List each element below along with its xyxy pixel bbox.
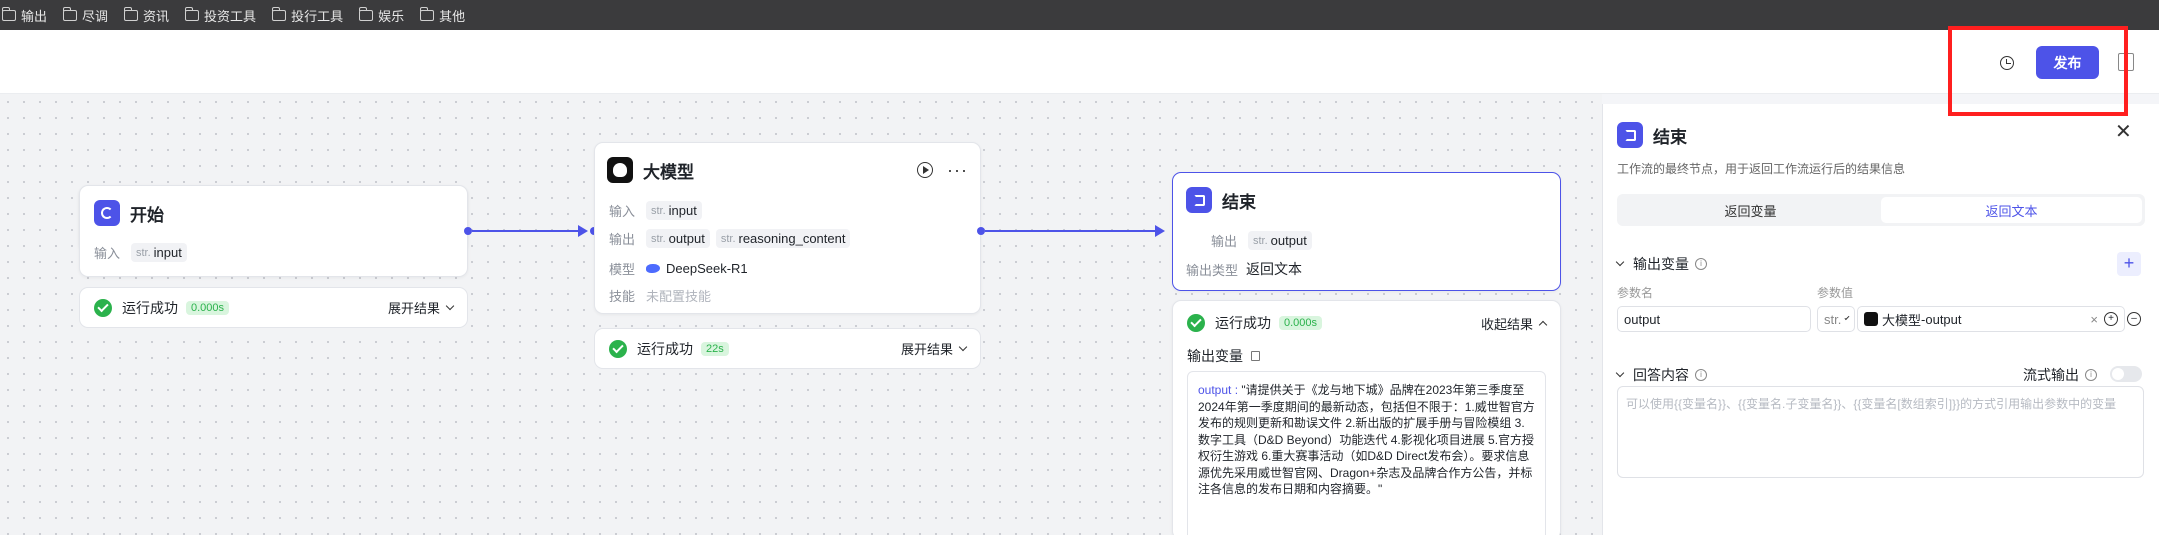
param-name-header: 参数名 <box>1617 286 1654 300</box>
start-icon <box>94 200 120 226</box>
start-status-card: 运行成功 0.000s 展开结果 <box>79 287 468 328</box>
llm-model-row: 模型 DeepSeek-R1 <box>609 261 748 277</box>
param-value-header: 参数值 <box>1817 286 1854 300</box>
folder-icon <box>271 6 287 21</box>
bookmark-folder[interactable]: 投行工具 <box>271 6 343 25</box>
expand-result-button[interactable]: 展开结果 <box>901 339 968 358</box>
bookmark-folder[interactable]: 尽调 <box>62 6 108 25</box>
llm-status-card: 运行成功 22s 展开结果 <box>594 328 981 369</box>
bookmark-folder[interactable]: 投资工具 <box>184 6 256 25</box>
param-value-ref[interactable]: 大模型 - output × + <box>1857 306 2125 332</box>
end-status-row: 运行成功 0.000s 收起结果 <box>1187 313 1548 333</box>
chevron-down-icon <box>1615 257 1625 267</box>
copy-icon[interactable] <box>1251 351 1260 361</box>
stream-output-label: 流式输出 i <box>2023 365 2097 385</box>
info-icon: i <box>1695 369 1707 381</box>
llm-input-row: 输入 str.input <box>609 201 708 220</box>
variable-tag: str.reasoning_content <box>715 229 851 248</box>
bookmarks-bar: 输出 尽调 资讯 投资工具 投行工具 娱乐 其他 <box>0 0 2159 30</box>
output-variable-section[interactable]: 输出变量 i <box>1615 254 1707 274</box>
end-output-row: 输出 str.output <box>1211 231 1318 250</box>
panel-title: 结束 <box>1617 122 1687 148</box>
workflow-canvas[interactable]: 开始 输入 str.input 运行成功 0.000s 展开结果 大模型 ···… <box>0 94 1602 535</box>
folder-icon <box>419 6 435 21</box>
workflow-header: 发布 <box>0 30 2159 94</box>
reply-content-textarea[interactable]: 可以使用{{变量名}}、{{变量名.子变量名}}、{{变量名[数组索引]}}的方… <box>1617 386 2144 478</box>
folder-icon <box>62 6 78 21</box>
chevron-down-icon <box>1844 314 1850 320</box>
variable-tag: str.output <box>646 229 710 248</box>
folder-icon <box>1 6 16 21</box>
settings-icon[interactable]: + <box>2104 312 2118 326</box>
param-name-input[interactable]: output <box>1617 306 1811 332</box>
end-node[interactable]: 结束 输出 str.output 输出类型 返回文本 <box>1172 172 1561 291</box>
history-button[interactable] <box>1996 52 2018 74</box>
end-result-card: 运行成功 0.000s 收起结果 输出变量 output : "请提供关于《龙与… <box>1172 300 1561 535</box>
info-icon: i <box>2085 369 2097 381</box>
chevron-down-icon <box>958 342 968 351</box>
end-icon <box>1617 122 1643 148</box>
arrowhead <box>1155 225 1165 237</box>
folder-icon <box>184 6 200 21</box>
bookmark-folder[interactable]: 其他 <box>419 6 465 25</box>
chevron-down-icon <box>445 301 455 310</box>
edge-llm-end <box>985 230 1155 232</box>
llm-node-actions: ··· <box>917 160 968 180</box>
folder-icon <box>123 6 139 21</box>
publish-button[interactable]: 发布 <box>2036 46 2099 79</box>
start-input-row: 输入 str.input <box>94 243 193 262</box>
tab-return-variable[interactable]: 返回变量 <box>1724 203 1777 219</box>
close-icon[interactable]: ✕ <box>2115 121 2132 143</box>
variable-tag: str.input <box>646 201 702 220</box>
llm-skill-row: 技能 未配置技能 <box>609 289 712 304</box>
start-node-container[interactable]: 开始 输入 str.input <box>79 185 468 277</box>
run-icon[interactable] <box>917 162 933 178</box>
return-mode-tabs: 返回变量 返回文本 <box>1617 194 2145 226</box>
arrowhead <box>578 225 588 237</box>
llm-output-port[interactable] <box>977 227 985 235</box>
add-variable-button[interactable]: + <box>2117 252 2141 276</box>
llm-node[interactable]: 大模型 ··· 输入 str.input 输出 str.output str.r… <box>594 142 981 314</box>
llm-icon <box>1864 312 1878 326</box>
end-icon <box>1186 187 1212 213</box>
bookmark-folder[interactable]: 输出 <box>1 6 47 25</box>
chevron-up-icon <box>1538 320 1548 329</box>
edge-start-llm <box>472 230 578 232</box>
remove-variable-icon[interactable]: – <box>2127 312 2141 326</box>
result-title: 输出变量 <box>1187 346 1260 366</box>
result-output-box: output : "请提供关于《龙与地下城》品牌在2023年第三季度至2024年… <box>1187 371 1546 535</box>
more-icon[interactable]: ··· <box>947 160 968 180</box>
success-icon <box>94 298 112 317</box>
end-output-kind-row: 输出类型 返回文本 <box>1186 261 1302 278</box>
param-type-select[interactable]: str. <box>1817 306 1855 332</box>
panel-description: 工作流的最终节点，用于返回工作流运行后的结果信息 <box>1617 162 1906 176</box>
node-config-panel: 结束 ✕ 工作流的最终节点，用于返回工作流运行后的结果信息 返回变量 返回文本 … <box>1602 104 2159 535</box>
deepseek-icon <box>646 264 660 273</box>
info-icon: i <box>1695 258 1707 270</box>
tab-return-text[interactable]: 返回文本 <box>1881 197 2142 223</box>
start-node-title: 开始 <box>94 200 164 226</box>
llm-output-row: 输出 str.output str.reasoning_content <box>609 229 856 248</box>
bookmark-folder[interactable]: 资讯 <box>123 6 169 25</box>
reply-content-section[interactable]: 回答内容 i <box>1615 365 1707 385</box>
variable-tag: str.output <box>1248 231 1312 250</box>
expand-result-button[interactable]: 展开结果 <box>388 298 455 317</box>
clear-icon[interactable]: × <box>2090 311 2098 327</box>
history-icon <box>2000 56 2014 70</box>
chevron-down-icon <box>1615 368 1625 378</box>
bookmark-folder[interactable]: 娱乐 <box>358 6 404 25</box>
end-node-title: 结束 <box>1186 187 1256 213</box>
collapse-result-button[interactable]: 收起结果 <box>1481 314 1548 333</box>
copy-icon[interactable] <box>2118 53 2134 71</box>
llm-icon <box>607 157 633 183</box>
llm-node-title: 大模型 <box>607 157 694 183</box>
start-output-port[interactable] <box>464 227 472 235</box>
variable-tag: str.input <box>131 243 187 262</box>
success-icon <box>1187 314 1205 332</box>
success-icon <box>609 339 627 358</box>
stream-output-toggle[interactable] <box>2110 366 2142 382</box>
folder-icon <box>358 6 374 21</box>
